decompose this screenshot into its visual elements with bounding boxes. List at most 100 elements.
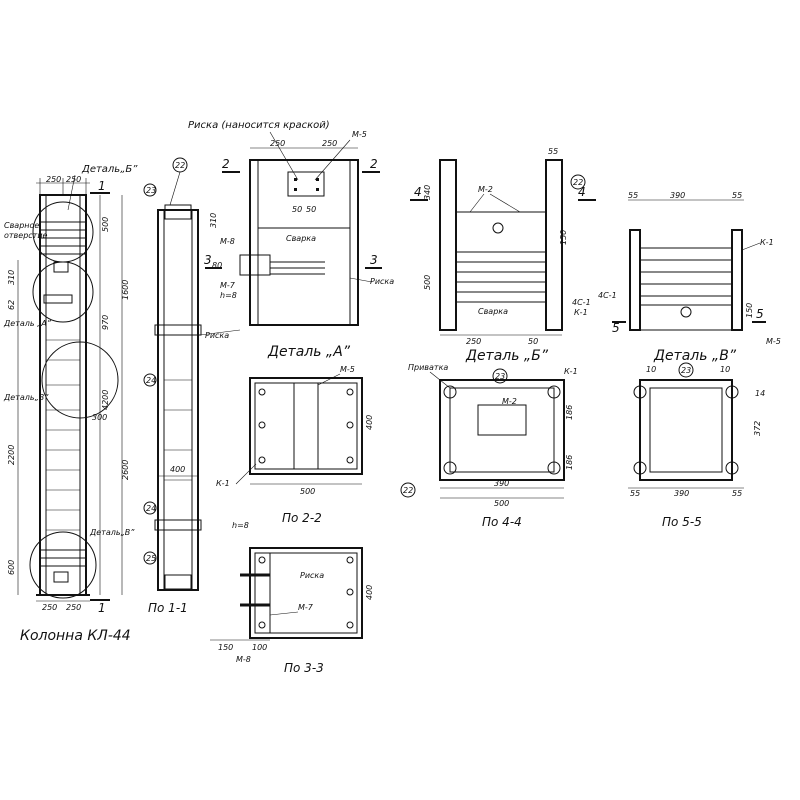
dim-2600: 2600 bbox=[121, 460, 130, 480]
dim-4200: 4200 bbox=[101, 390, 110, 410]
detail-v-circle bbox=[41, 341, 119, 419]
cut-1-top: 1 bbox=[98, 179, 106, 193]
dim-v-150: 150 bbox=[745, 303, 754, 318]
detail-v-bottom-label: Деталь„В” bbox=[89, 528, 135, 537]
section-2-2-label: По 2-2 bbox=[282, 511, 322, 525]
section-4-4: Приватка 23 М-2 К-1 22 186 186 390 500 П… bbox=[400, 363, 578, 529]
dim-s55-10a: 10 bbox=[646, 365, 656, 374]
detail-v-left-label: Деталь„В” bbox=[3, 393, 49, 402]
cut-4-right: 4 bbox=[578, 185, 586, 199]
s44-22: 22 bbox=[403, 486, 413, 495]
s55-23: 23 bbox=[681, 366, 691, 375]
dim-310: 310 bbox=[7, 270, 16, 285]
dim-1600: 1600 bbox=[121, 280, 130, 300]
riska-label-s11: Риска bbox=[205, 331, 229, 340]
dim-s22-500: 500 bbox=[300, 487, 315, 496]
dim-600-left: 600 bbox=[7, 560, 16, 575]
s33-h8: h=8 bbox=[232, 521, 249, 530]
section-2-2: М-5 К-1 500 400 По 2-2 bbox=[216, 365, 374, 525]
mark-25: 25 bbox=[146, 554, 156, 563]
section-3-3: Риска М-7 М-8 h=8 150 100 400 По 3-3 bbox=[210, 521, 374, 675]
detail-a-h8: h=8 bbox=[220, 291, 237, 300]
detail-a-m5: М-5 bbox=[352, 130, 367, 139]
privatka-note: Приватка bbox=[408, 363, 448, 372]
section-5-5-label: По 5-5 bbox=[662, 515, 702, 529]
detail-v-m4: М-5 bbox=[766, 337, 781, 346]
dim-s44-186a: 186 bbox=[565, 405, 574, 420]
dim-b-150: 150 bbox=[559, 230, 568, 245]
cut-1-bottom: 1 bbox=[98, 601, 106, 615]
dim-a-250b: 250 bbox=[322, 139, 337, 148]
dim-b-50: 50 bbox=[528, 337, 538, 346]
cut-4-left: 4 bbox=[414, 185, 422, 199]
section-4-4-label: По 4-4 bbox=[482, 515, 522, 529]
dim-top-250a: 250 bbox=[46, 175, 61, 184]
dim-s55-14: 14 bbox=[755, 389, 765, 398]
riska-paint-note: Риска (наносится краской) bbox=[188, 120, 330, 131]
detail-a-m8: М-8 bbox=[220, 237, 235, 246]
bottom-plates bbox=[36, 549, 90, 596]
dim-v-55a: 55 bbox=[628, 191, 638, 200]
dim-s55-55a: 55 bbox=[630, 489, 640, 498]
detail-b-callout: Деталь„Б” bbox=[81, 164, 138, 175]
top-plates bbox=[40, 221, 86, 304]
detail-v-4c1: 4С-1 bbox=[598, 291, 617, 300]
cut-5-left: 5 bbox=[612, 321, 620, 335]
dim-s33-400: 400 bbox=[365, 585, 374, 600]
dim-62: 62 bbox=[7, 300, 16, 310]
dim-s55-55b: 55 bbox=[732, 489, 742, 498]
svarnoe-note: Сварное bbox=[4, 221, 39, 230]
dim-b-500: 500 bbox=[423, 275, 432, 290]
dim-300: 300 bbox=[92, 413, 107, 422]
section-5-5: 23 10 10 372 14 55 390 55 По 5-5 bbox=[628, 362, 765, 529]
cut-3-left: 3 bbox=[204, 253, 212, 267]
s22-k1: К-1 bbox=[216, 479, 230, 488]
dim-a-80: 80 bbox=[212, 261, 222, 270]
dim-a-250a: 250 bbox=[270, 139, 285, 148]
dim-s55-390: 390 bbox=[674, 489, 689, 498]
column-title: Колонна КЛ-44 bbox=[20, 628, 131, 644]
s33-m7: М-7 bbox=[298, 603, 314, 612]
s22-m5: М-5 bbox=[340, 365, 355, 374]
riska-a: Риска bbox=[370, 277, 394, 286]
riska-s33: Риска bbox=[300, 571, 324, 580]
dim-970: 970 bbox=[101, 315, 110, 330]
detail-b: М-2 22 55 340 500 150 Сварка 4С-1 К-1 25… bbox=[410, 147, 596, 364]
dim-400-s11: 400 bbox=[170, 465, 185, 474]
dim-b-55: 55 bbox=[548, 147, 558, 156]
dim-s44-390: 390 bbox=[494, 479, 509, 488]
detail-b-k1: К-1 bbox=[574, 308, 588, 317]
detail-v-bottom-circle bbox=[29, 531, 97, 599]
detail-b-m2: М-2 bbox=[478, 185, 493, 194]
detail-a: Риска (наносится краской) М-5 250 250 50… bbox=[188, 120, 394, 360]
column-elevation: 250 250 Деталь„Б” 250 250 310 62 2200 60… bbox=[3, 164, 138, 644]
detail-v-k1: К-1 bbox=[760, 238, 774, 247]
dim-a-50a: 50 bbox=[292, 205, 302, 214]
cut-3-right: 3 bbox=[370, 253, 378, 267]
dim-s55-372: 372 bbox=[753, 421, 762, 436]
detail-b-4c1: 4С-1 bbox=[572, 298, 591, 307]
detail-a-circle bbox=[32, 261, 94, 323]
dim-s44-186b: 186 bbox=[565, 455, 574, 470]
section-3-3-label: По 3-3 bbox=[284, 661, 324, 675]
svarka-b: Сварка bbox=[478, 307, 508, 316]
cut-2-left: 2 bbox=[222, 157, 230, 171]
cut-5-right: 5 bbox=[756, 307, 764, 321]
dim-s22-400: 400 bbox=[365, 415, 374, 430]
dim-b-250: 250 bbox=[466, 337, 481, 346]
dim-s33-100: 100 bbox=[252, 643, 267, 652]
otverstie-note: отверстие bbox=[4, 231, 48, 240]
detail-b-title: Деталь „Б” bbox=[465, 348, 549, 364]
dim-top-250b: 250 bbox=[66, 175, 81, 184]
dim-v-390: 390 bbox=[670, 191, 685, 200]
dim-500: 500 bbox=[101, 217, 110, 232]
dim-a-310: 310 bbox=[209, 213, 218, 228]
s44-k1: К-1 bbox=[564, 367, 578, 376]
detail-v-title: Деталь „В” bbox=[653, 348, 737, 364]
lattice-rungs bbox=[46, 339, 80, 531]
s44-23: 23 bbox=[495, 372, 505, 381]
section-1-1: 23 22 24 24 25 400 По 1-1 Риска bbox=[143, 157, 241, 615]
mark-22-top: 22 bbox=[175, 161, 185, 170]
detail-a-m7: М-7 bbox=[220, 281, 236, 290]
detail-v: 55 390 55 К-1 4С-1 150 М-5 5 5 Деталь „В… bbox=[598, 191, 781, 364]
